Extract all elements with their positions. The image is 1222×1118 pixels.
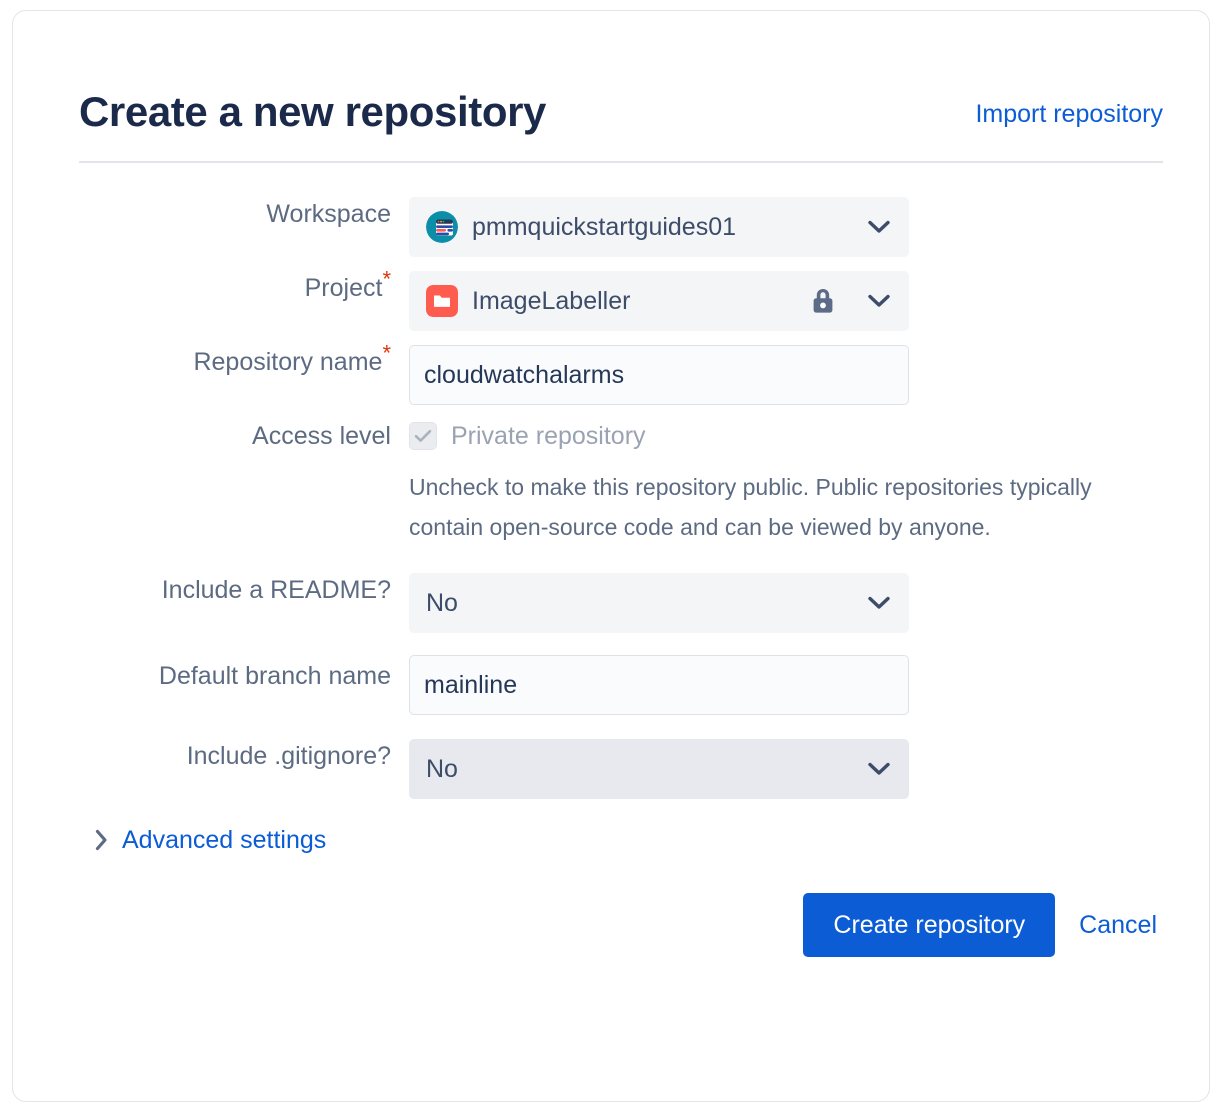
field-row-access-level: Access level Private repository Uncheck … [79, 419, 1163, 547]
field-row-workspace: Workspace [79, 197, 1163, 257]
page-title: Create a new repository [79, 88, 546, 135]
project-label: Project* [79, 268, 409, 305]
lock-icon [810, 286, 836, 316]
access-level-label: Access level [252, 422, 391, 450]
include-readme-select[interactable]: No [409, 573, 909, 633]
form-footer: Create repository Cancel [79, 893, 1163, 957]
workspace-avatar-icon [426, 211, 458, 243]
repository-name-required-marker: * [382, 340, 391, 366]
project-label-text: Project [304, 274, 383, 302]
chevron-right-icon [95, 829, 108, 851]
cancel-button[interactable]: Cancel [1075, 893, 1161, 957]
workspace-select[interactable]: pmmquickstartguides01 [409, 197, 909, 257]
field-row-default-branch: Default branch name [79, 655, 1163, 715]
chevron-down-icon [868, 220, 890, 234]
private-repository-checkbox[interactable] [409, 422, 437, 450]
chevron-down-icon [868, 762, 890, 776]
include-readme-label: Include a README? [161, 576, 391, 604]
include-gitignore-value: No [426, 755, 458, 783]
project-folder-icon [426, 285, 458, 317]
create-repository-form: Workspace [79, 197, 1163, 957]
repository-name-label: Repository name* [79, 342, 409, 379]
include-gitignore-label: Include .gitignore? [186, 742, 391, 770]
workspace-label: Workspace [266, 200, 391, 228]
chevron-down-icon [868, 596, 890, 610]
repository-name-input[interactable] [409, 345, 909, 405]
default-branch-input[interactable] [409, 655, 909, 715]
field-row-include-gitignore: Include .gitignore? No [79, 739, 1163, 799]
advanced-settings-label: Advanced settings [122, 826, 327, 854]
card-header: Create a new repository Import repositor… [79, 63, 1163, 135]
import-repository-link[interactable]: Import repository [975, 100, 1163, 128]
project-select[interactable]: ImageLabeller [409, 271, 909, 331]
chevron-down-icon [868, 294, 890, 308]
field-row-repository-name: Repository name* [79, 342, 1163, 405]
project-required-marker: * [382, 266, 391, 292]
workspace-value: pmmquickstartguides01 [472, 213, 737, 241]
private-repository-label: Private repository [451, 422, 646, 450]
include-readme-value: No [426, 589, 458, 617]
field-row-project: Project* ImageLabeller [79, 268, 1163, 331]
include-gitignore-select[interactable]: No [409, 739, 909, 799]
create-repository-card: Create a new repository Import repositor… [12, 10, 1210, 1102]
access-level-helper-text: Uncheck to make this repository public. … [409, 474, 1092, 540]
default-branch-label: Default branch name [158, 662, 391, 690]
project-value: ImageLabeller [472, 287, 631, 315]
create-repository-button[interactable]: Create repository [803, 893, 1056, 957]
private-repository-checkbox-row[interactable]: Private repository [409, 419, 1163, 453]
field-row-include-readme: Include a README? No [79, 573, 1163, 633]
checkmark-icon [414, 429, 432, 442]
advanced-settings-toggle[interactable]: Advanced settings [95, 825, 326, 855]
repository-name-label-text: Repository name [193, 348, 383, 376]
header-divider [79, 161, 1163, 163]
